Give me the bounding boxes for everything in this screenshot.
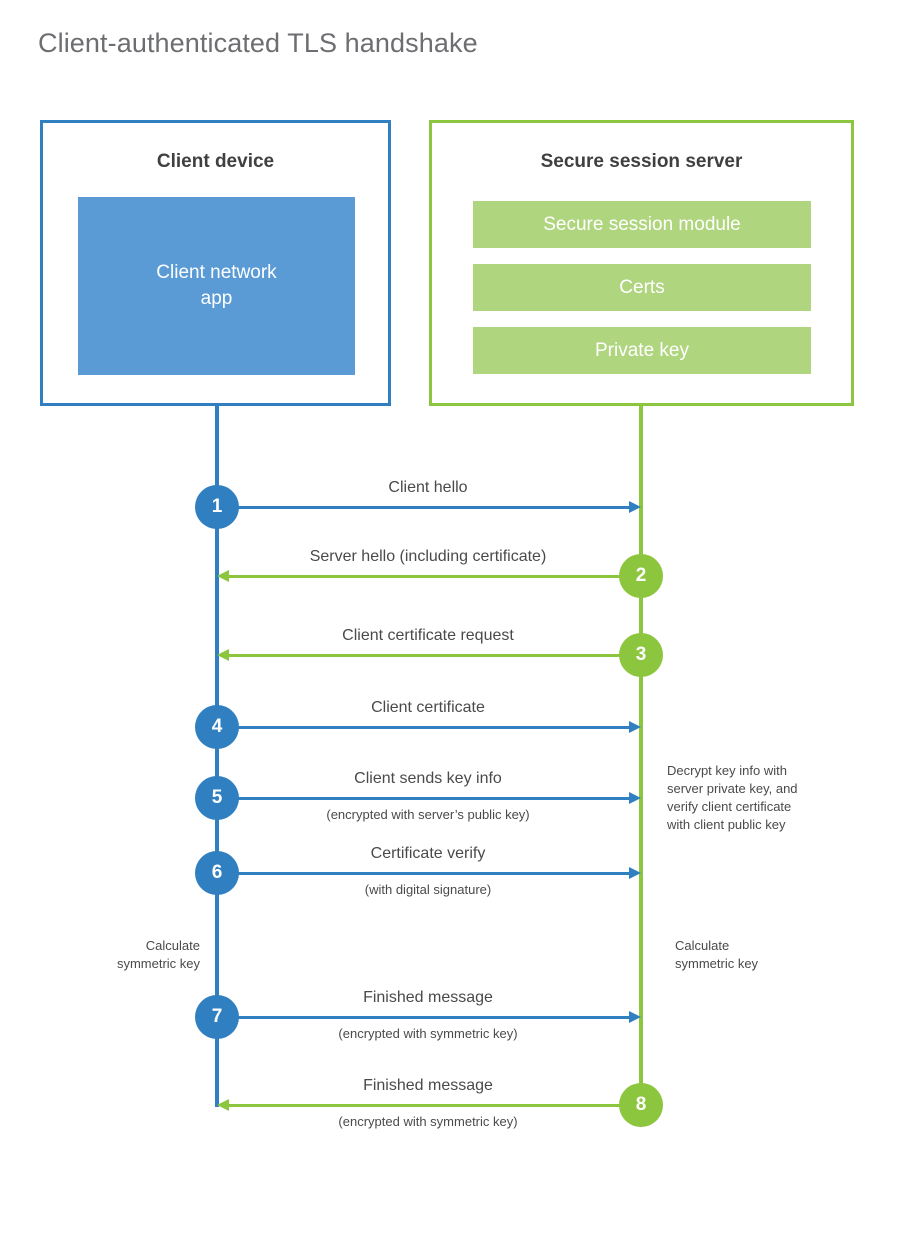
step-number: 7 xyxy=(211,1006,223,1027)
message-label: Finished message xyxy=(363,1077,493,1094)
arrow-right-icon xyxy=(629,1011,641,1023)
step-badge-6[interactable]: 6 xyxy=(195,851,239,895)
note-line: symmetric key xyxy=(116,956,200,971)
step-badge-8[interactable]: 8 xyxy=(619,1083,663,1127)
note-line: with client public key xyxy=(667,817,786,832)
note-line: server private key, and xyxy=(667,781,798,796)
arrow-left-icon xyxy=(217,570,229,582)
step-badge-2[interactable]: 2 xyxy=(619,554,663,598)
arrow-left-icon xyxy=(217,649,229,661)
server-block-label: Private key xyxy=(595,339,689,361)
message-line xyxy=(217,1016,635,1019)
step-badge-4[interactable]: 4 xyxy=(195,705,239,749)
server-block-secure-session-module: Secure session module xyxy=(473,201,811,248)
step-number: 4 xyxy=(211,716,223,737)
note-line: symmetric key xyxy=(675,956,759,971)
server-block-certs: Certs xyxy=(473,264,811,311)
client-device-title: Client device xyxy=(156,151,275,172)
page-title: Client-authenticated TLS handshake xyxy=(38,28,478,58)
arrow-right-icon xyxy=(629,792,641,804)
message-sublabel: (with digital signature) xyxy=(364,882,492,897)
client-network-app-label-line2: app xyxy=(200,288,233,309)
message-line xyxy=(217,872,635,875)
client-lifeline xyxy=(215,403,219,1107)
note-line: Decrypt key info with xyxy=(667,763,787,778)
step-badge-7[interactable]: 7 xyxy=(195,995,239,1039)
step-badge-5[interactable]: 5 xyxy=(195,776,239,820)
message-label: Finished message xyxy=(363,989,493,1006)
server-block-private-key: Private key xyxy=(473,327,811,374)
step-number: 6 xyxy=(211,862,223,883)
step-number: 1 xyxy=(211,496,223,517)
message-label: Client certificate request xyxy=(342,627,514,644)
note-server-calculate-symmetric-key: Calculate symmetric key xyxy=(675,937,825,973)
message-label: Client sends key info xyxy=(354,770,502,787)
server-lifeline xyxy=(639,403,643,1107)
arrow-left-icon xyxy=(217,1099,229,1111)
step-number: 8 xyxy=(635,1094,647,1115)
server-block-label: Secure session module xyxy=(543,213,741,235)
message-label: Client certificate xyxy=(371,699,485,716)
arrow-right-icon xyxy=(629,501,641,513)
step-number: 5 xyxy=(211,787,223,808)
client-network-app-block: Client network app xyxy=(78,197,355,375)
client-device-box: Client device Client network app xyxy=(40,120,391,406)
step-badge-3[interactable]: 3 xyxy=(619,633,663,677)
message-line xyxy=(229,575,641,578)
note-line: Calculate xyxy=(145,938,200,953)
step-badge-1[interactable]: 1 xyxy=(195,485,239,529)
note-client-calculate-symmetric-key: Calculate symmetric key xyxy=(70,937,200,973)
secure-session-server-title: Secure session server xyxy=(540,151,743,172)
note-line: Calculate xyxy=(675,938,730,953)
message-sublabel: (encrypted with server’s public key) xyxy=(326,807,530,822)
secure-session-server-box: Secure session server Secure session mod… xyxy=(429,120,854,406)
server-block-label: Certs xyxy=(619,276,665,298)
message-sublabel: (encrypted with symmetric key) xyxy=(338,1026,518,1041)
arrow-right-icon xyxy=(629,867,641,879)
message-line xyxy=(229,1104,641,1107)
arrow-right-icon xyxy=(629,721,641,733)
message-label: Certificate verify xyxy=(370,845,486,862)
step-number: 3 xyxy=(635,644,647,665)
message-line xyxy=(217,726,635,729)
note-server-decrypt: Decrypt key info with server private key… xyxy=(667,762,842,834)
message-line xyxy=(217,506,635,509)
message-line xyxy=(229,654,641,657)
step-number: 2 xyxy=(635,565,647,586)
message-sublabel: (encrypted with symmetric key) xyxy=(338,1114,518,1129)
note-line: verify client certificate xyxy=(667,799,792,814)
message-line xyxy=(217,797,635,800)
message-label: Client hello xyxy=(388,479,468,496)
message-label: Server hello (including certificate) xyxy=(309,548,547,565)
client-network-app-label-line1: Client network xyxy=(156,262,277,283)
